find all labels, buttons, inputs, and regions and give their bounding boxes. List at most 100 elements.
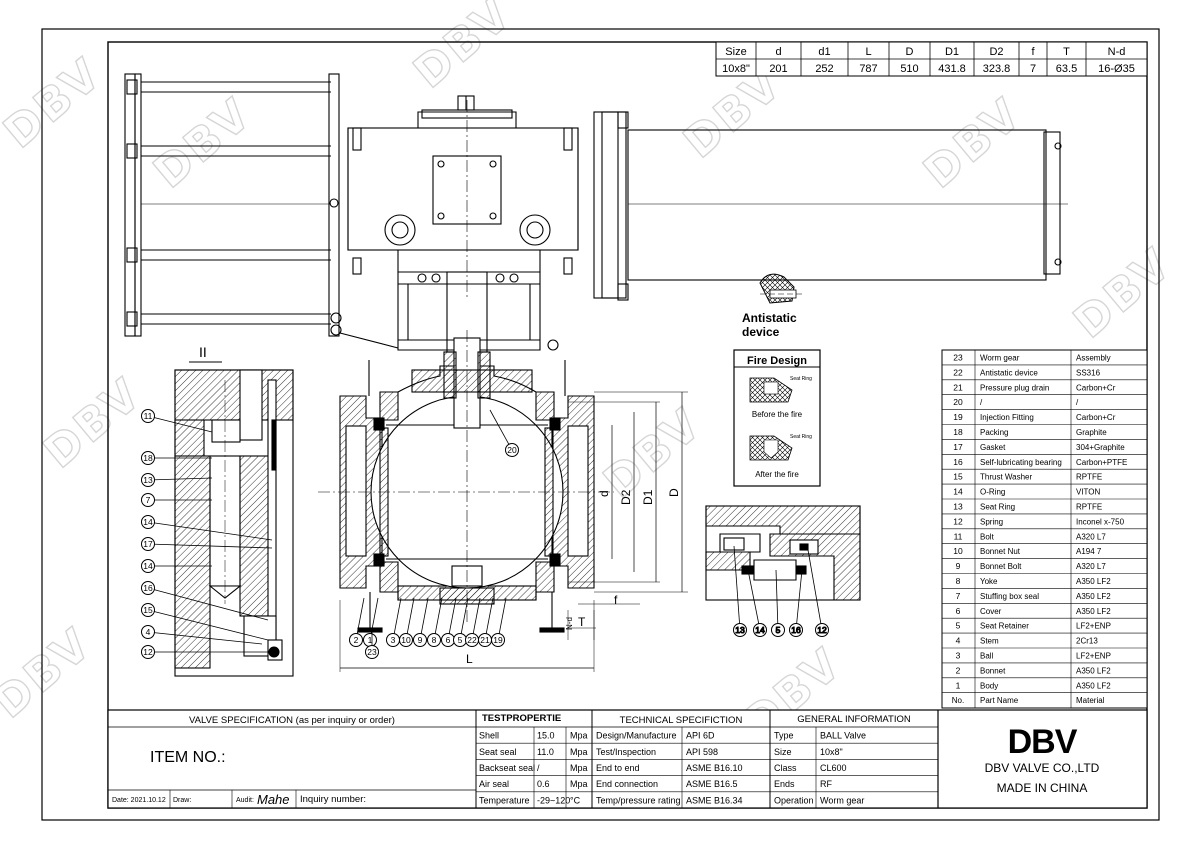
part-number: 21 — [953, 382, 963, 392]
callout-balloon: 15 — [141, 603, 269, 641]
test-name: Shell — [479, 731, 499, 741]
tech-value: ASME B16.34 — [686, 795, 743, 805]
callout-number: 20 — [507, 445, 517, 455]
test-unit: Mpa — [570, 763, 588, 773]
part-number: 9 — [956, 561, 961, 571]
general-name: Ends — [774, 779, 795, 789]
part-name: / — [980, 398, 983, 407]
callout-balloon: 13 — [733, 545, 747, 637]
signature: Mahe — [257, 792, 290, 807]
callout-balloon: 14 — [141, 559, 212, 573]
callout-balloon: 16 — [141, 581, 269, 621]
part-name: Injection Fitting — [980, 413, 1034, 422]
part-number: 13 — [953, 502, 963, 512]
part-number: 11 — [954, 531, 963, 541]
test-name: Seat seal — [479, 747, 517, 757]
part-name: Spring — [980, 517, 1003, 526]
callout-balloon: 9 — [413, 597, 429, 647]
part-number: 19 — [953, 412, 963, 422]
watermark: DBV — [404, 0, 522, 98]
general-row: Operation Worm gear — [774, 795, 864, 805]
callout-balloon: 5 — [771, 569, 785, 637]
part-material: A350 LF2 — [1076, 681, 1111, 690]
part-number: 6 — [956, 606, 961, 616]
dim-T: T — [578, 615, 586, 629]
part-number: 12 — [953, 516, 963, 526]
general-value: BALL Valve — [820, 731, 866, 741]
callout-number: 19 — [493, 635, 503, 645]
part-material: A350 LF2 — [1076, 666, 1111, 675]
part-number: 8 — [956, 576, 961, 586]
callout-number: 18 — [143, 453, 153, 463]
part-number: 7 — [956, 591, 961, 601]
callout-balloon: 18 — [141, 451, 212, 465]
callout-number: 6 — [446, 635, 451, 645]
general-name: Size — [774, 747, 792, 757]
test-unit: °C — [570, 795, 581, 805]
watermark: DBV — [144, 88, 262, 199]
part-material: LF2+ENP — [1076, 652, 1111, 661]
part-material: Carbon+Cr — [1076, 383, 1116, 392]
test-value: -29~120 — [537, 795, 570, 805]
detail-view-label: II — [199, 344, 207, 360]
callout-number: 21 — [480, 635, 490, 645]
outer-border — [41, 28, 1160, 821]
callout-number: 2 — [354, 635, 359, 645]
callout-balloon: 6 — [441, 597, 457, 647]
after-fire-label: After the fire — [755, 470, 799, 479]
callout-balloon: 2 — [349, 597, 365, 647]
callout-balloon: 10 — [399, 597, 415, 647]
tech-name: Design/Manufacture — [596, 731, 677, 741]
part-name: Bolt — [980, 532, 995, 541]
callout-number: 4 — [146, 627, 151, 637]
actuator-drawing — [124, 73, 1068, 353]
size-table-value: 323.8 — [983, 63, 1011, 75]
general-name: Operation — [774, 795, 814, 805]
part-name: Thrust Washer — [980, 473, 1032, 482]
tech-value: API 598 — [686, 747, 718, 757]
tech-name: Temp/pressure rating — [596, 795, 681, 805]
callout-balloon: 19 — [491, 597, 507, 647]
callout-number: 14 — [143, 561, 153, 571]
watermark: DBV — [0, 48, 112, 159]
tech-name: End to end — [596, 763, 640, 773]
callout-number: 9 — [418, 635, 423, 645]
size-table-value: 431.8 — [938, 63, 966, 75]
part-number: 3 — [956, 651, 961, 661]
part-material: A350 LF2 — [1076, 607, 1111, 616]
callout-number: 22 — [467, 635, 477, 645]
callout-balloon: 4 — [141, 625, 263, 645]
parts-table-row: 20// — [953, 397, 1079, 407]
watermark: DBV — [1064, 238, 1182, 349]
callout-balloon: 8 — [427, 597, 443, 647]
tech-name: End connection — [596, 779, 658, 789]
size-table-value: 252 — [815, 63, 833, 75]
part-name: Packing — [980, 428, 1008, 437]
general-value: Worm gear — [820, 795, 864, 805]
part-name: Yoke — [980, 577, 998, 586]
size-table-header: D1 — [945, 46, 959, 58]
watermark: DBV — [0, 618, 102, 729]
before-fire-label: Before the fire — [752, 410, 803, 419]
test-row: Backseat seal/Mpa — [479, 763, 588, 773]
test-name: Backseat seal — [479, 763, 535, 773]
part-name: Body — [980, 681, 998, 690]
test-properties-title: TESTPROPERTIE — [482, 713, 561, 724]
